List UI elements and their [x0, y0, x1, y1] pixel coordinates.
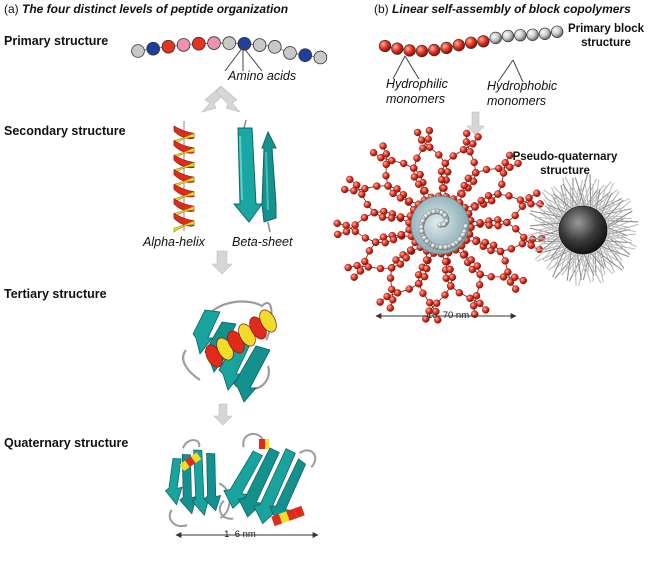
hydrophobic-label-1: Hydrophobic	[487, 79, 558, 93]
hydrophobic-bead	[489, 31, 502, 45]
amino-acid-chain	[131, 36, 328, 65]
hydrophobic-bead	[538, 27, 552, 40]
alpha-helix-label: Alpha-helix	[143, 235, 205, 249]
pseudo-quaternary-label-1: Pseudo-quaternary	[512, 151, 618, 163]
quaternary-structure-label: Quaternary structure	[4, 436, 129, 450]
hydrophilic-label-1: Hydrophilic	[386, 77, 448, 91]
primary-block-label-2: structure	[581, 37, 631, 49]
alpha-helix-ribbon	[173, 121, 195, 233]
pseudo-quaternary-sphere	[527, 174, 639, 286]
panel-b-heading: (b) Linear self-assembly of block copoly…	[374, 3, 631, 15]
amino-acid-bead	[267, 40, 282, 54]
hydrophobic-label-2: monomers	[487, 94, 547, 108]
panel-a-tag: (a)	[4, 2, 19, 16]
hydrophilic-bead	[403, 44, 416, 57]
amino-acid-bead	[313, 50, 328, 65]
pseudo-quaternary-label-2: structure	[540, 165, 590, 177]
amino-acids-label: Amino acids	[228, 69, 297, 83]
block-copolymer-chain	[378, 25, 564, 58]
arrow-block-to-micelle	[466, 111, 485, 136]
hydrophobic-bead	[501, 29, 515, 43]
monomer-pointers	[392, 55, 524, 83]
hydrophilic-bead	[464, 36, 478, 49]
amino-acid-bead	[298, 48, 313, 63]
amino-acid-bead	[192, 36, 206, 51]
hydrophilic-bead	[415, 44, 429, 58]
amino-acid-bead	[146, 41, 161, 56]
amino-acid-bead	[131, 44, 145, 58]
tertiary-structure-label: Tertiary structure	[4, 287, 107, 301]
amino-acid-bead	[207, 36, 221, 50]
hydrophilic-bead	[452, 39, 465, 52]
hydrophobic-bead	[514, 29, 527, 42]
beta-sheet-label: Beta-sheet	[232, 235, 293, 249]
hydrophilic-bead	[477, 35, 490, 48]
panel-a-heading: (a) The four distinct levels of peptide …	[4, 3, 288, 15]
hydrophobic-bead	[526, 28, 539, 41]
micelle	[333, 126, 546, 324]
hydrophobic-bead	[551, 25, 564, 38]
amino-acid-bead	[222, 36, 237, 50]
hydrophilic-bead	[428, 43, 441, 57]
hydrophilic-label-2: monomers	[386, 92, 446, 106]
tertiary-ribbon	[182, 300, 277, 403]
amino-acid-bead	[283, 46, 297, 60]
amino-acid-bead	[161, 39, 176, 54]
hydrophilic-bead	[378, 39, 392, 53]
arrow-primary-to-secondary	[201, 85, 241, 113]
secondary-structure-label: Secondary structure	[4, 124, 126, 138]
amino-acid-bead	[252, 38, 267, 52]
panel-b-tag: (b)	[374, 2, 389, 16]
primary-structure-label: Primary structure	[4, 34, 109, 48]
arrow-secondary-to-tertiary	[211, 250, 233, 275]
panel-b-title: Linear self-assembly of block copolymers	[392, 2, 631, 16]
amino-acid-pointer	[224, 46, 263, 72]
amino-acid-bead	[237, 36, 252, 51]
hydrophilic-bead	[440, 41, 453, 55]
amino-acid-bead	[176, 38, 191, 52]
primary-block-label-1: Primary block	[567, 23, 645, 35]
quaternary-ribbon	[164, 432, 317, 528]
panel-a-title: The four distinct levels of peptide orga…	[22, 2, 289, 16]
hydrophilic-bead	[391, 42, 404, 55]
beta-sheet-ribbon	[232, 119, 277, 233]
arrow-tertiary-to-quaternary	[213, 403, 233, 426]
